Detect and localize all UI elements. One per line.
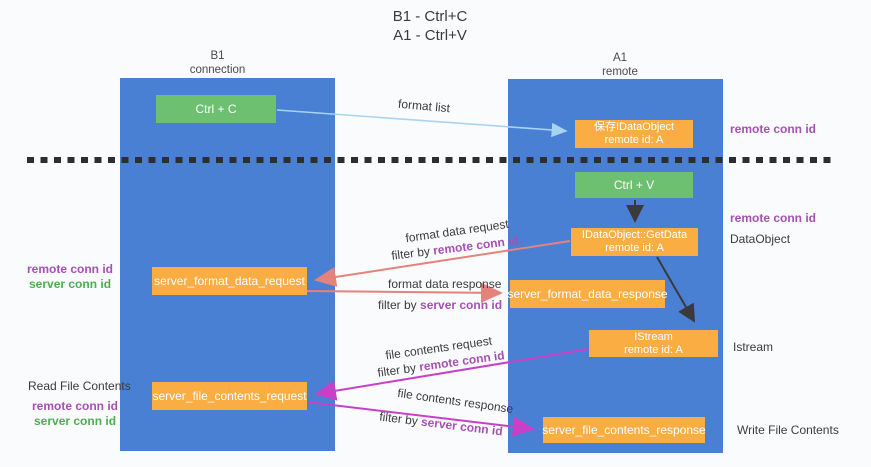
remote-conn-id-note-top: remote conn id — [730, 122, 817, 136]
copy-paste-divider — [27, 157, 835, 163]
ctrl-c-node: Ctrl + C — [156, 95, 276, 123]
format-data-response-label: format data response — [388, 277, 502, 291]
read-file-contents-note: Read File Contents — [28, 379, 131, 393]
remote-conn-id-note-left-1: remote conn id — [27, 262, 114, 276]
saved-idataobject-line1: 保存IDataObject — [593, 121, 675, 133]
right-column-role: remote — [602, 65, 638, 78]
server-format-data-request-node: server_format_data_request — [152, 267, 307, 295]
server-format-data-response-node: server_format_data_response — [507, 280, 668, 308]
saved-idataobject-line2: remote id: A — [604, 134, 664, 146]
server-format-data-response-label: server_format_data_response — [507, 286, 668, 301]
file-response-filter-label: filter by server conn id — [379, 409, 504, 438]
remote-conn-id-note-left-2: remote conn id — [32, 399, 119, 413]
idataobject-getdata-node: IDataObject::GetData remote id: A — [571, 228, 698, 256]
filter-by-text: filter by — [376, 360, 421, 380]
server-file-contents-response-node: server_file_contents_response — [542, 417, 706, 443]
server-conn-id-note-left-2: server conn id — [34, 414, 117, 428]
getdata-line1: IDataObject::GetData — [581, 229, 688, 241]
server-conn-id-text: server conn id — [420, 298, 503, 312]
title-line-2: A1 - Ctrl+V — [393, 27, 467, 44]
write-file-contents-note: Write File Contents — [737, 423, 839, 437]
ctrl-c-label: Ctrl + C — [195, 101, 237, 116]
file-contents-response-label: file contents response — [396, 385, 515, 417]
server-format-data-request-label: server_format_data_request — [154, 273, 305, 288]
istream-node: IStream remote id: A — [589, 330, 718, 357]
istream-line2: remote id: A — [624, 343, 683, 356]
right-column-name: A1 — [612, 52, 628, 64]
server-file-contents-request-label: server_file_contents_request — [152, 388, 307, 403]
diagram-title: B1 - Ctrl+C A1 - Ctrl+V — [330, 7, 530, 45]
filter-by-text: filter by — [378, 409, 423, 429]
server-file-contents-request-node: server_file_contents_request — [152, 382, 307, 410]
getdata-line2: remote id: A — [605, 242, 664, 254]
left-column-header: B1 connection — [120, 50, 315, 77]
format-data-response-arrow — [306, 282, 503, 303]
istream-line1: IStream — [634, 330, 673, 343]
right-column-header: A1 remote — [520, 52, 720, 79]
ctrl-v-node: Ctrl + V — [575, 172, 693, 198]
istream-note: Istream — [733, 340, 774, 354]
filter-by-text: filter by — [390, 243, 435, 263]
format-list-label: format list — [397, 96, 451, 116]
format-response-filter-label: filter by server conn id — [378, 298, 502, 312]
server-conn-id-text: server conn id — [420, 414, 504, 439]
saved-idataobject-node: 保存IDataObject remote id: A — [575, 120, 693, 148]
ctrl-v-label: Ctrl + V — [613, 177, 655, 192]
server-conn-id-note-left-1: server conn id — [29, 277, 112, 291]
left-column-role: connection — [189, 63, 246, 76]
left-column-name: B1 — [210, 50, 225, 62]
remote-conn-id-note-mid: remote conn id — [730, 211, 817, 225]
filter-by-text: filter by — [378, 298, 421, 312]
title-line-1: B1 - Ctrl+C — [392, 8, 468, 25]
dataobject-note: DataObject — [730, 232, 791, 246]
server-file-contents-response-label: server_file_contents_response — [542, 422, 706, 437]
